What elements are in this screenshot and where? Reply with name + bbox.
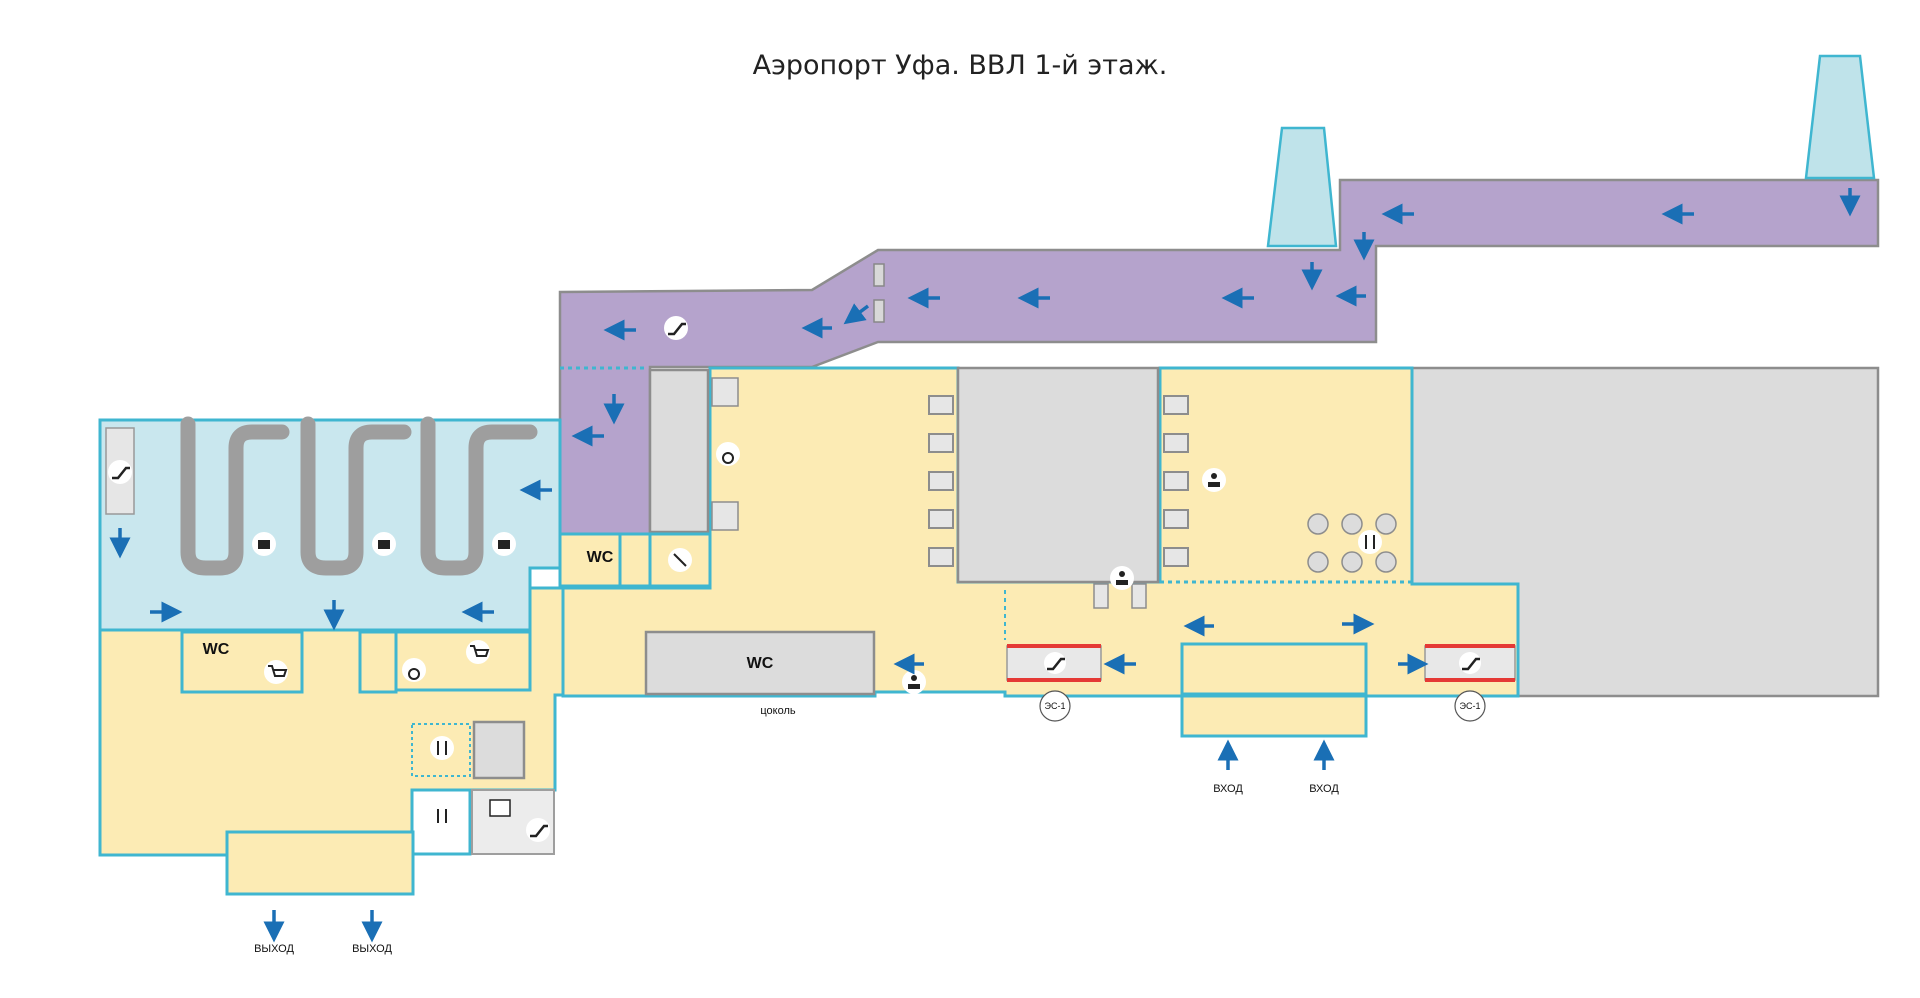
booths	[928, 395, 1189, 567]
service-area-small	[472, 720, 526, 780]
escalator-label-right: ЭС-1	[1460, 701, 1481, 711]
gate-1	[1266, 126, 1338, 248]
cart-icon	[466, 640, 490, 664]
info-desk-icon	[902, 670, 926, 694]
escalator-icon	[526, 818, 550, 842]
baggage-icon	[372, 532, 396, 556]
carousel-2	[300, 416, 412, 576]
basement-block	[644, 630, 876, 696]
room-mid-2	[618, 532, 652, 588]
wc-label-basement: WC	[747, 655, 774, 672]
baggage-icon	[252, 532, 276, 556]
carousel-1	[180, 416, 290, 576]
entrance-label-2: ВХОД	[1309, 783, 1339, 795]
info-desk-icon	[1110, 566, 1134, 590]
escalator-icon	[1044, 652, 1066, 674]
cafe-tables	[1307, 513, 1397, 573]
wheelchair-icon	[402, 658, 426, 682]
wc-label-mid: WC	[587, 549, 614, 566]
restaurant-icon	[430, 804, 454, 828]
exit-label-2: ВЫХОД	[352, 943, 392, 955]
map-title: Аэропорт Уфа. ВВЛ 1-й этаж.	[752, 50, 1168, 81]
shop-room	[394, 630, 532, 692]
elevator-icon	[489, 799, 511, 817]
escalator-badge-right	[1454, 690, 1486, 722]
service-area-left	[648, 368, 710, 534]
restaurant-icon	[1358, 530, 1382, 554]
escalator-icon	[664, 316, 688, 340]
entrance-porch	[1180, 694, 1368, 738]
restaurant-icon	[430, 736, 454, 760]
escalator-icon	[1459, 652, 1481, 674]
baggage-icon	[492, 532, 516, 556]
no-entry-icon	[668, 548, 692, 572]
kiosk-1	[1093, 583, 1109, 609]
escalator-badge-left	[1039, 690, 1071, 722]
escalator-label-left: ЭС-1	[1045, 701, 1066, 711]
basement-label: цоколь	[760, 705, 796, 717]
escalator-icon	[108, 460, 132, 484]
wheelchair-icon	[716, 442, 740, 466]
exit-label-1: ВЫХОД	[254, 943, 294, 955]
restaurant-room	[410, 788, 472, 856]
kiosk-2	[1131, 583, 1147, 609]
arrow-icon	[109, 188, 1861, 943]
service-area-mid-1	[956, 366, 1160, 584]
info-desk-icon	[1202, 468, 1226, 492]
gate-2	[1804, 54, 1876, 180]
wc-label-left: WC	[203, 641, 230, 658]
exit-porch	[225, 830, 415, 896]
door-2	[873, 299, 885, 323]
carousel-3	[420, 416, 538, 576]
entrance-label-1: ВХОД	[1213, 783, 1243, 795]
entrance-vestibule	[1180, 642, 1368, 696]
wc-room-left	[180, 630, 304, 694]
seating-blocks	[711, 377, 739, 531]
cart-icon	[264, 660, 288, 684]
cafe-box	[411, 723, 471, 777]
door-1	[873, 263, 885, 287]
